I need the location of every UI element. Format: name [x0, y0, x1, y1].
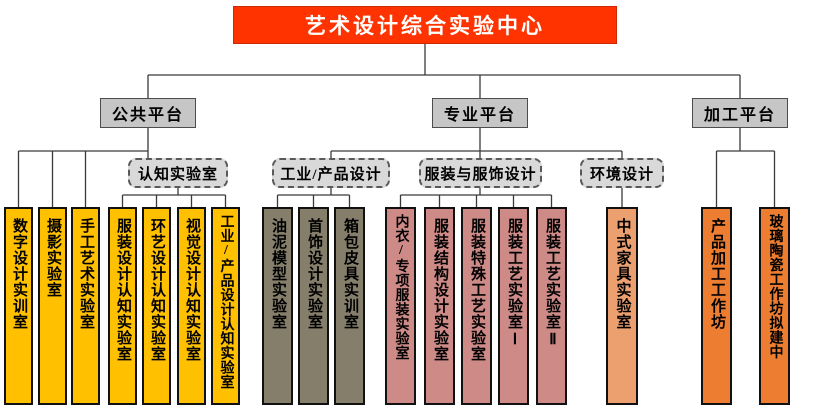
lab-handcraft-art: 手工艺术实验室: [71, 207, 100, 405]
lab-label: 服装结构设计实验室: [432, 218, 448, 362]
lab-clay-model: 油泥模型实验室: [262, 207, 293, 405]
lab-fashion-design-cognition: 服装设计认知实验室: [108, 207, 137, 405]
lab-underwear-special-garment: 内衣/专项服装实验室: [385, 207, 416, 405]
lab-photography: 摄影实验室: [38, 207, 67, 405]
lab-label: 服装设计认知实验室: [115, 218, 131, 362]
lab-chinese-furniture: 中式家具实验室: [606, 207, 638, 405]
lab-label: 数字设计实训室: [11, 218, 27, 330]
lab-digital-design-training: 数字设计实训室: [4, 207, 33, 405]
lab-label: 首饰设计实验室: [306, 218, 322, 330]
group-environment-design: 环境设计: [580, 158, 664, 188]
lab-label: 服装工艺实验室Ⅰ: [506, 218, 522, 349]
chart-title: 艺术设计综合实验中心: [233, 6, 617, 44]
lab-bags-leather-training: 箱包皮具实训室: [334, 207, 365, 405]
lab-label: 产品加工工作坊: [709, 218, 725, 330]
platform-processing: 加工平台: [692, 98, 788, 128]
lab-label: 视觉设计认知实验室: [184, 218, 200, 362]
lab-label: 玻璃陶瓷工作坊拟建中: [767, 214, 783, 359]
lab-label: 工业/产品设计认知实验室: [218, 214, 234, 389]
lab-env-art-design-cognition: 环艺设计认知实验室: [142, 207, 171, 405]
lab-label: 环艺设计认知实验室: [149, 218, 165, 362]
group-fashion-apparel-design: 服装与服饰设计: [419, 158, 542, 188]
lab-jewelry-design: 首饰设计实验室: [298, 207, 329, 405]
lab-label: 服装工艺实验室Ⅱ: [544, 218, 560, 349]
lab-label: 服装特殊工艺实验室: [469, 218, 485, 362]
lab-garment-special-craft: 服装特殊工艺实验室: [461, 207, 492, 405]
workshop-product-processing: 产品加工工作坊: [701, 207, 732, 405]
lab-label: 手工艺术实验室: [78, 218, 94, 330]
lab-visual-design-cognition: 视觉设计认知实验室: [177, 207, 206, 405]
lab-label: 摄影实验室: [45, 218, 61, 298]
lab-label: 中式家具实验室: [614, 218, 631, 330]
platform-public: 公共平台: [100, 98, 196, 128]
lab-garment-structure-design: 服装结构设计实验室: [424, 207, 455, 405]
lab-label: 内衣/专项服装实验室: [393, 214, 409, 360]
lab-label: 油泥模型实验室: [270, 218, 286, 330]
workshop-glass-ceramics: 玻璃陶瓷工作坊拟建中: [759, 207, 790, 405]
group-industrial-product-design: 工业/产品设计: [272, 158, 390, 188]
lab-garment-craft-2: 服装工艺实验室Ⅱ: [536, 207, 567, 405]
group-cognition-lab: 认知实验室: [128, 158, 228, 188]
lab-industrial-product-design-cognition: 工业/产品设计认知实验室: [211, 207, 240, 405]
lab-label: 箱包皮具实训室: [342, 218, 358, 330]
platform-professional: 专业平台: [432, 98, 528, 128]
lab-garment-craft-1: 服装工艺实验室Ⅰ: [498, 207, 529, 405]
